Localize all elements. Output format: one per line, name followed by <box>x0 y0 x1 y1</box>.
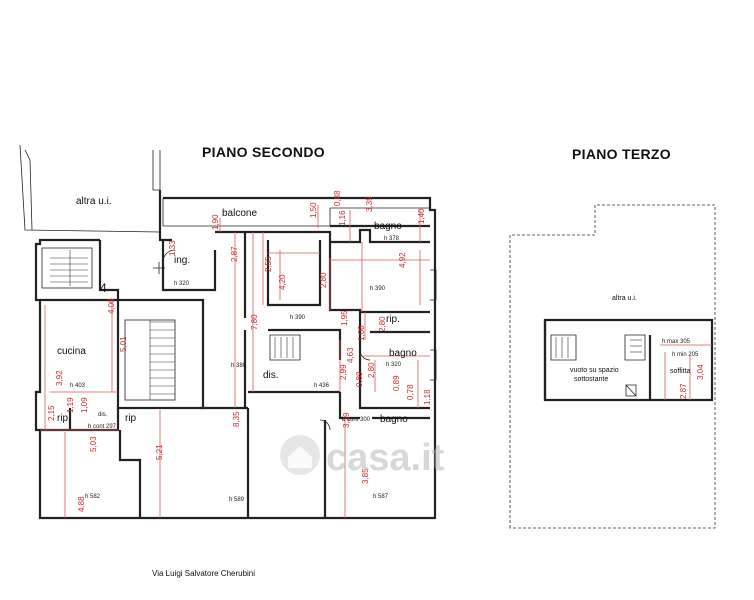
dimension-label: 4,88 <box>77 496 86 512</box>
dimension-label: 1,09 <box>80 397 89 413</box>
dimension-label: 1,90 <box>211 214 220 230</box>
dimension-label: 2,87 <box>679 383 688 399</box>
north-icon: 4 <box>100 281 107 295</box>
dimension-label: 2,87 <box>230 246 239 262</box>
label-vuoto: vuoto su spazio <box>570 367 619 374</box>
label-ing: ing. <box>174 255 190 266</box>
height-582: h 582 <box>85 494 101 500</box>
dimension-label: 4,00 <box>107 298 116 314</box>
dimension-label: 0,89 <box>355 371 364 387</box>
third-floor-plan <box>509 204 716 529</box>
height-380: h 380 <box>231 363 247 369</box>
dimension-label: 4,63 <box>346 347 355 363</box>
label-bagno-mid: bagno <box>389 348 417 359</box>
dimension-label: 2,80 <box>319 272 328 288</box>
watermark: casa.it <box>280 435 445 479</box>
height-378: h 378 <box>384 236 400 242</box>
label-rip-left: rip. <box>57 413 71 424</box>
dimension-label: 1,16 <box>338 210 347 226</box>
dimension-label: 3,35 <box>365 196 374 212</box>
label-dis: dis. <box>263 370 279 381</box>
height-320: h 320 <box>386 362 402 368</box>
dimension-label: 3,04 <box>696 364 705 380</box>
dimension-label: 1,19 <box>66 397 75 413</box>
dimension-label: 1,18 <box>423 389 432 405</box>
height-cont-300: h cont 300 <box>342 417 371 423</box>
height-587: h 587 <box>373 494 389 500</box>
dimension-label: 1,40 <box>417 208 426 224</box>
label-sottostante: sottostante <box>574 376 608 383</box>
height-390-right: h 390 <box>370 286 386 292</box>
dimension-label: 2,80 <box>378 316 387 332</box>
label-soffitta: soffitta <box>670 368 691 375</box>
label-rip-mid: rip. <box>386 314 400 325</box>
dimension-label: 1,08 <box>357 325 366 341</box>
dimension-label: 1,33 <box>168 240 177 256</box>
height-436: h 436 <box>314 383 330 389</box>
height-ing: h 320 <box>174 281 190 287</box>
height-min: h min 205 <box>672 352 699 358</box>
dimension-label: 5,03 <box>89 436 98 452</box>
second-floor-plan: 4 <box>19 144 437 520</box>
dimension-label: 0,88 <box>333 190 342 206</box>
title-piano-terzo: PIANO TERZO <box>572 146 671 162</box>
label-dis-small: dis. <box>98 412 108 418</box>
title-piano-secondo: PIANO SECONDO <box>202 144 325 160</box>
label-balcone: balcone <box>222 208 257 219</box>
label-altra-ui-third: altra u.i. <box>612 295 637 302</box>
label-altra-ui: altra u.i. <box>76 196 112 207</box>
label-bagno-low: bagno <box>380 414 408 425</box>
height-403: h 403 <box>70 383 86 389</box>
dimension-label: 0,89 <box>392 375 401 391</box>
street-name: Via Luigi Salvatore Cherubini <box>152 569 255 578</box>
dimension-label: 3,39 <box>342 412 351 428</box>
dimension-label: 3,85 <box>361 468 370 484</box>
label-cucina: cucina <box>57 346 86 357</box>
height-max: h max 305 <box>662 339 691 345</box>
watermark-text: casa.it <box>326 437 445 479</box>
height-cont-297: h cont 297 <box>88 424 117 430</box>
dimension-label: 4,20 <box>278 274 287 290</box>
dimension-label: 7,80 <box>250 314 259 330</box>
dimension-label: 1,50 <box>309 202 318 218</box>
label-rip-small: rip <box>125 413 137 424</box>
dimension-label: 2,55 <box>264 256 273 272</box>
dimension-label: 2,80 <box>367 362 376 378</box>
dimension-labels: 1,50 0,88 3,35 1,16 1,40 1,90 1,33 2,87 2,55 4,20… <box>47 190 705 512</box>
dimension-label: 1,95 <box>340 310 349 326</box>
dimension-label: 4,92 <box>398 252 407 268</box>
dimension-label: 5,01 <box>119 336 128 352</box>
height-589: h 589 <box>229 497 245 503</box>
dimension-label: 2,15 <box>47 405 56 421</box>
dimension-label: 5,21 <box>155 444 164 460</box>
dimension-label: 8,35 <box>232 411 241 427</box>
dimension-label: 3,92 <box>55 370 64 386</box>
dimension-label: 2,99 <box>339 364 348 380</box>
label-bagno-top: bagno <box>374 221 402 232</box>
height-390-mid: h 390 <box>290 315 306 321</box>
dimension-label: 0,78 <box>406 384 415 400</box>
